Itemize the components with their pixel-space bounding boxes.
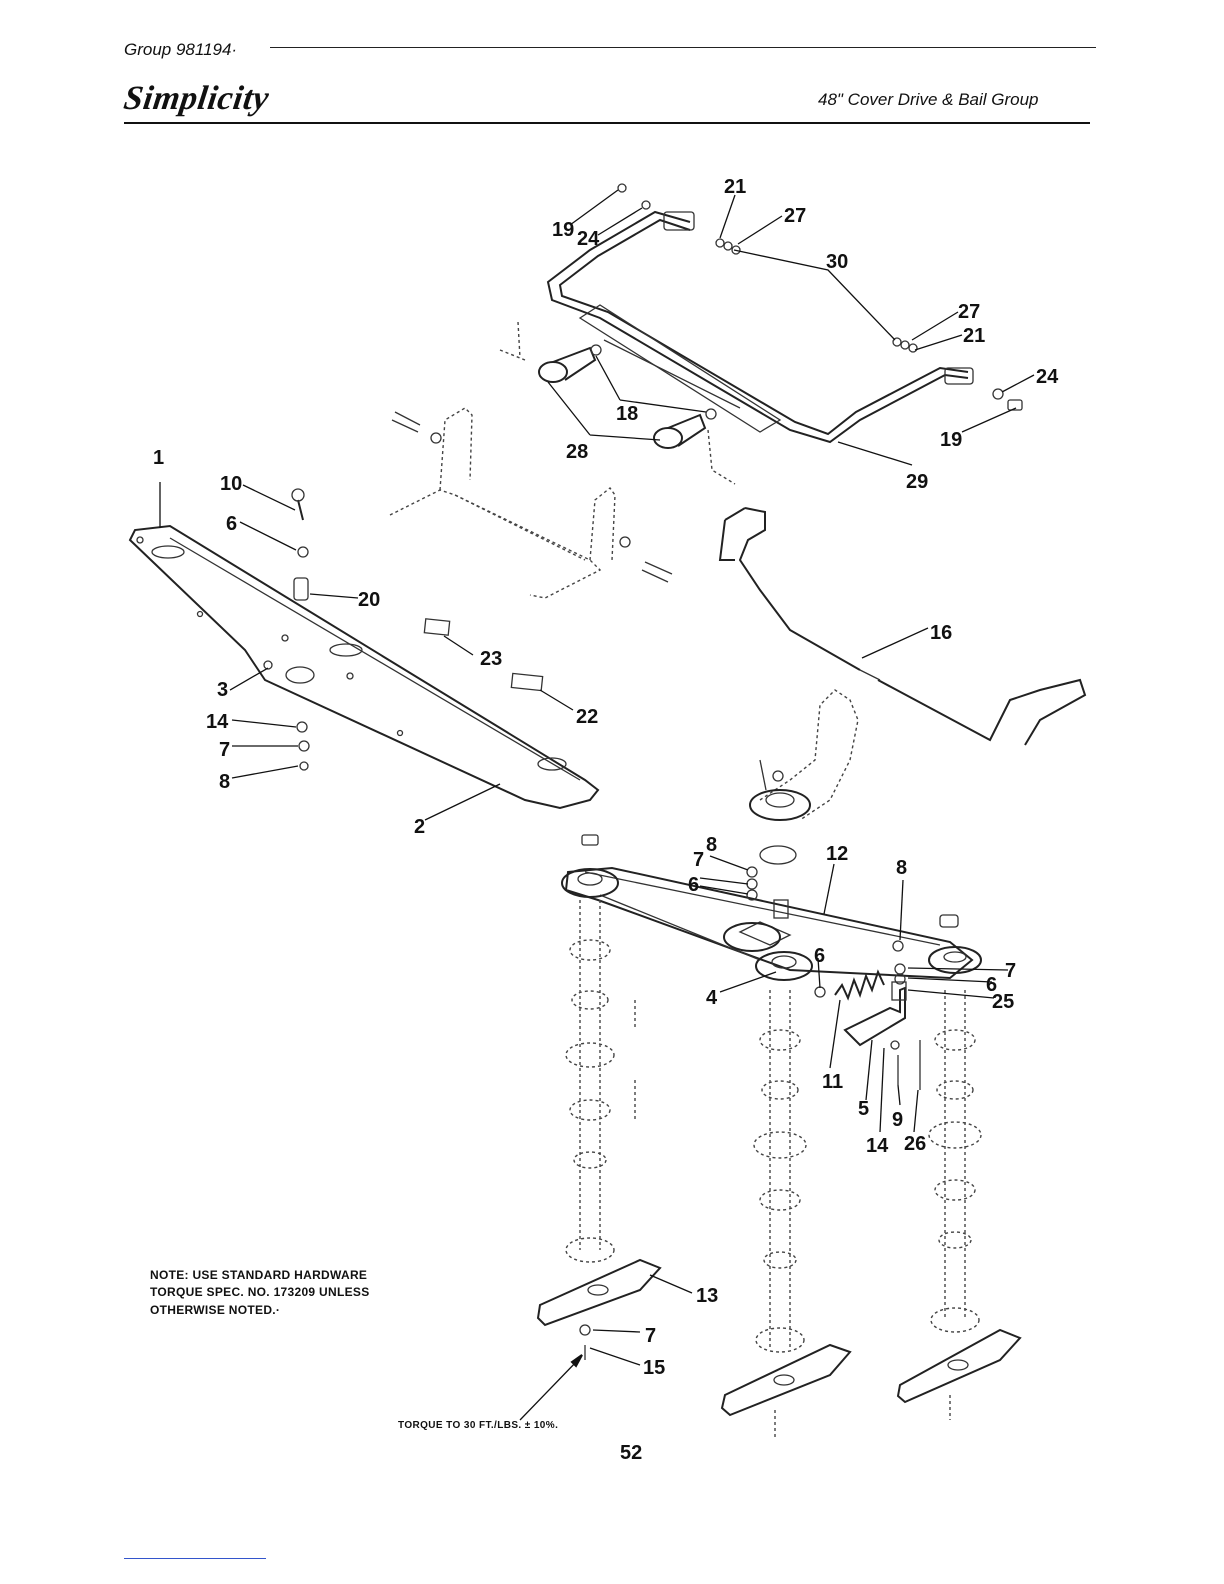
callout-8c: 8 [896, 857, 907, 879]
bail-assembly [548, 212, 973, 442]
callout-3: 3 [217, 679, 228, 701]
callout-labels: 1 2 3 4 5 6 6 6 6 7 7 7 7 8 8 8 9 10 11 … [153, 176, 1059, 1379]
hardware-torque-note: NOTE: USE STANDARD HARDWARE TORQUE SPEC.… [150, 1267, 450, 1319]
callout-9: 9 [892, 1109, 903, 1131]
callout-4: 4 [706, 987, 718, 1009]
callout-14a: 14 [206, 711, 229, 733]
cover-mount-bracket [390, 408, 672, 598]
page-number: 52 [620, 1442, 642, 1465]
note-line-2: TORQUE SPEC. NO. 173209 UNLESS [150, 1284, 450, 1301]
callout-26: 26 [904, 1133, 926, 1155]
callout-29: 29 [906, 471, 928, 493]
callout-10: 10 [220, 473, 242, 495]
spindle-stack-left [566, 900, 635, 1262]
mower-blades [538, 1260, 1020, 1440]
callout-30: 30 [826, 251, 848, 273]
callout-6c: 6 [814, 945, 825, 967]
callout-28: 28 [566, 441, 588, 463]
callout-13: 13 [696, 1285, 718, 1307]
callout-21a: 21 [724, 176, 746, 198]
callout-7a: 7 [219, 739, 230, 761]
callout-24b: 24 [1036, 366, 1059, 388]
callout-6b: 6 [688, 874, 699, 896]
note-line-1: NOTE: USE STANDARD HARDWARE [150, 1267, 450, 1284]
callout-15: 15 [643, 1357, 665, 1379]
callout-14b: 14 [866, 1135, 889, 1157]
callout-16: 16 [930, 622, 952, 644]
callout-22: 22 [576, 706, 598, 728]
callout-19b: 19 [940, 429, 962, 451]
callout-19a: 19 [552, 219, 574, 241]
callout-7d: 7 [645, 1325, 656, 1347]
footer-rule [124, 1558, 266, 1559]
callout-1: 1 [153, 447, 164, 469]
callout-27b: 27 [958, 301, 980, 323]
callout-5: 5 [858, 1098, 869, 1120]
callout-23: 23 [480, 648, 502, 670]
callout-8b: 8 [706, 834, 717, 856]
callout-6a: 6 [226, 513, 237, 535]
drive-belt [566, 868, 972, 978]
deck-cover [130, 526, 598, 808]
idler-arm [750, 690, 858, 864]
spindle-stack-right [929, 990, 981, 1332]
spindle-stack-center [754, 990, 806, 1352]
callout-7c: 7 [1005, 960, 1016, 982]
callout-18: 18 [616, 403, 638, 425]
torque-arrow [520, 1355, 582, 1420]
callout-21b: 21 [963, 325, 985, 347]
callout-25: 25 [992, 991, 1014, 1013]
callout-7b: 7 [693, 849, 704, 871]
torque-spec-label: TORQUE TO 30 FT./LBS. ± 10%. [398, 1420, 558, 1431]
callout-24a: 24 [577, 228, 600, 250]
note-line-3: OTHERWISE NOTED.· [150, 1302, 450, 1319]
lift-rod [720, 508, 1085, 745]
callout-8a: 8 [219, 771, 230, 793]
callout-27a: 27 [784, 205, 806, 227]
leader-lines [160, 190, 1034, 1365]
callout-2: 2 [414, 816, 425, 838]
callout-12: 12 [826, 843, 848, 865]
callout-11: 11 [822, 1071, 843, 1093]
callout-20: 20 [358, 589, 380, 611]
